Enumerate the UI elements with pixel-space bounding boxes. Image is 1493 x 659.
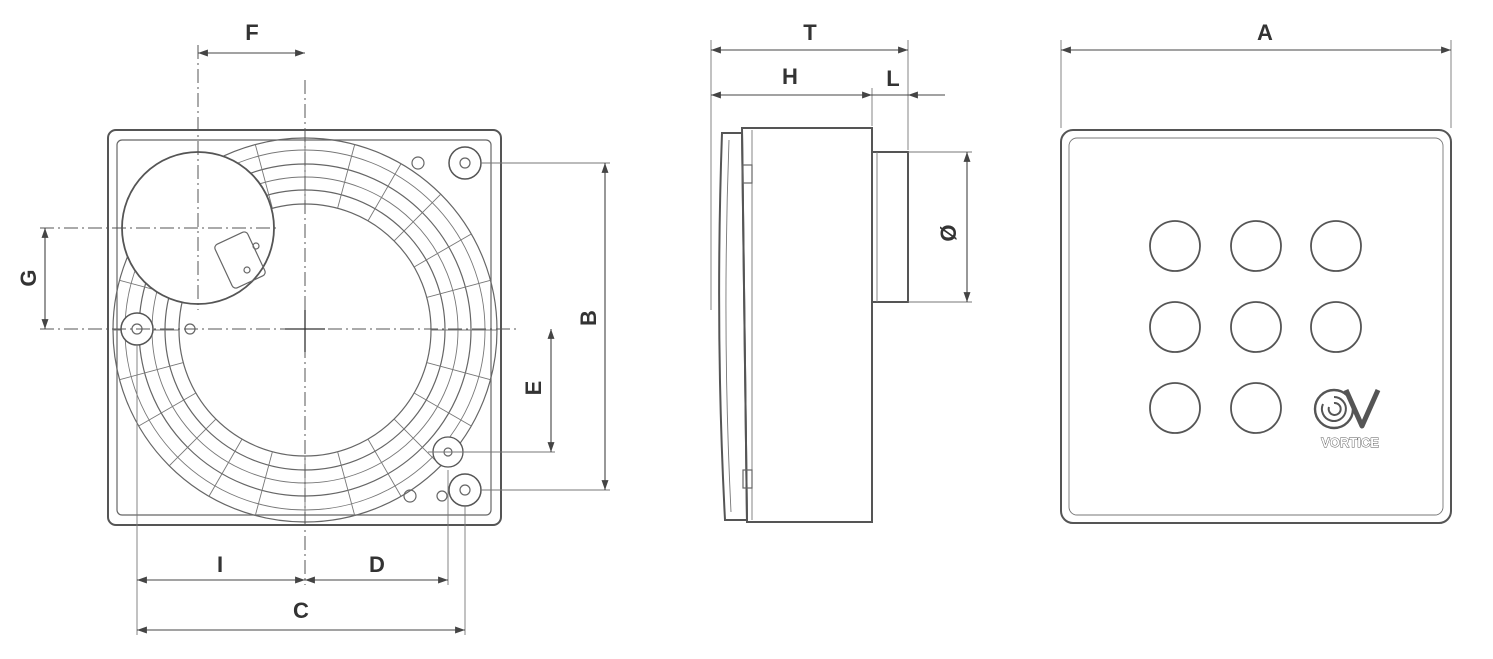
front-button: [1149, 220, 1201, 272]
front-button: [1230, 220, 1282, 272]
dim-label-a: A: [1257, 20, 1273, 45]
front-view: VORTICE A: [1060, 20, 1452, 524]
front-button: [1230, 382, 1282, 434]
side-cover-plate: [718, 132, 749, 521]
front-button: [1149, 382, 1201, 434]
front-button: [1310, 301, 1362, 353]
rib-line: [426, 279, 491, 298]
front-button-grid: [1149, 220, 1362, 434]
dim-label-diameter: Ø: [936, 224, 961, 241]
rib-line: [413, 392, 472, 427]
side-view: T H L Ø: [710, 20, 972, 523]
vortice-logo: VORTICE: [1313, 388, 1381, 450]
dim-label-c: C: [293, 598, 309, 623]
side-spigot: [871, 151, 909, 303]
rib-line: [168, 418, 217, 467]
dim-label-f: F: [245, 20, 258, 45]
rib-line: [393, 193, 442, 242]
rib-line: [413, 233, 472, 268]
dim-label-t: T: [803, 20, 817, 45]
dim-label-l: L: [886, 66, 899, 91]
terminal-block: [214, 231, 266, 289]
dim-label-b: B: [576, 310, 601, 326]
rib-line: [119, 362, 184, 381]
dim-label-i: I: [217, 552, 223, 577]
back-inner-frame: [116, 139, 492, 516]
dim-label-e: E: [521, 381, 546, 396]
rib-line: [254, 451, 273, 516]
dim-label-d: D: [369, 552, 385, 577]
rib-line: [337, 144, 356, 209]
rib-line: [367, 163, 402, 222]
dim-label-g: G: [16, 269, 41, 286]
front-button: [1230, 301, 1282, 353]
logo-text: VORTICE: [1321, 435, 1379, 450]
front-cover: [1060, 129, 1452, 524]
front-button: [1149, 301, 1201, 353]
rib-line: [337, 451, 356, 516]
dim-label-h: H: [782, 64, 798, 89]
side-body: [740, 127, 873, 523]
rib-line: [208, 438, 243, 497]
rib-line: [138, 392, 197, 427]
rib-line: [254, 144, 273, 209]
rib-line: [426, 362, 491, 381]
rib-line: [393, 418, 442, 467]
back-view: F G B E I D C: [16, 20, 610, 635]
back-ribs: [113, 138, 497, 522]
front-button: [1310, 220, 1362, 272]
rib-line: [367, 438, 402, 497]
screw-holes: [120, 146, 482, 507]
front-cover-bevel: [1068, 137, 1444, 516]
